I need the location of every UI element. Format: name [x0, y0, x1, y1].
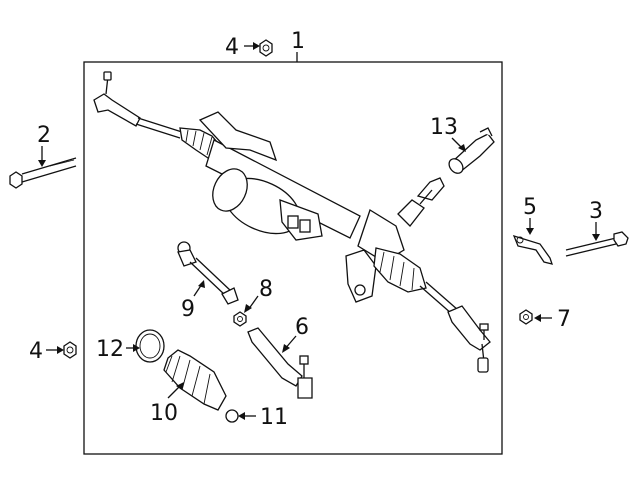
callout-4-top: 4	[225, 35, 239, 60]
nut-icon-11	[225, 409, 239, 423]
bracket-icon	[512, 234, 553, 265]
callout-13: 13	[430, 115, 458, 140]
diagram-frame	[83, 61, 503, 455]
leader-lines	[38, 42, 600, 420]
nut-icon-4-top	[259, 39, 273, 57]
callout-1: 1	[291, 29, 305, 54]
bellows-boot-icon	[163, 349, 227, 411]
callout-7: 7	[557, 307, 571, 332]
nut-icon-4-left	[63, 341, 77, 359]
inner-tie-rod-icon	[177, 241, 239, 305]
callout-12: 12	[96, 337, 124, 362]
sensor-icon	[448, 127, 495, 174]
callout-3: 3	[589, 199, 603, 224]
clamp-icon	[135, 329, 165, 363]
callout-6: 6	[295, 315, 309, 340]
callout-10: 10	[150, 401, 178, 426]
bolt-icon	[9, 157, 77, 189]
nut-icon	[233, 311, 247, 327]
steering-gear-assembly-icon	[93, 71, 491, 373]
tie-rod-end-icon	[247, 327, 313, 399]
callout-8: 8	[259, 277, 273, 302]
callout-5: 5	[523, 195, 537, 220]
callout-9: 9	[181, 297, 195, 322]
nut-icon-7	[519, 309, 533, 325]
callout-4-left: 4	[29, 339, 43, 364]
callout-2: 2	[37, 123, 51, 148]
bolt-icon-3	[565, 231, 629, 257]
callout-11: 11	[260, 405, 288, 430]
